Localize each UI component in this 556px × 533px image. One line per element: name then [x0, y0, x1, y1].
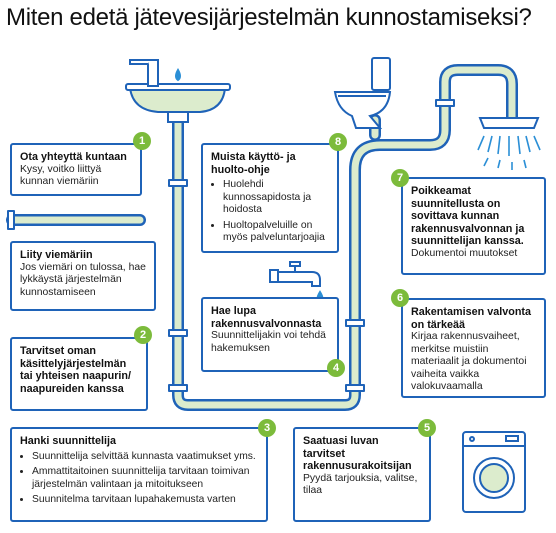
- step-3-number: 3: [258, 419, 276, 437]
- step-5-heading: Saatuasi luvan tarvitset rakennusurakoit…: [303, 435, 412, 472]
- step-6-number: 6: [391, 289, 409, 307]
- step-7-number: 7: [391, 169, 409, 187]
- step-4-text: Suunnittelijakin voi tehdä hakemuksen: [211, 330, 326, 354]
- sink-icon: [125, 59, 231, 123]
- washing-machine-icon: [462, 431, 526, 513]
- step-2-number: 2: [134, 326, 152, 344]
- step-4-number: 4: [327, 359, 345, 377]
- step-3-bullet: Suunnittelija selvittää kunnasta vaatimu…: [32, 451, 258, 464]
- step-7-box: Poikkeamat suunnitellusta on sovittava k…: [401, 177, 546, 275]
- step-7-heading: Poikkeamat suunnitellusta on sovittava k…: [411, 185, 525, 247]
- step-1-number: 1: [133, 132, 151, 150]
- step-3-bullet: Suunnitelma tarvitaan lupahakemusta vart…: [32, 494, 258, 507]
- step-2-box: Tarvitset oman käsittelyjärjestelmän tai…: [10, 337, 148, 411]
- step-7-text: Dokumentoi muutokset: [411, 247, 518, 259]
- step-1-text: Kysy, voitko liittyä kunnan viemäriin: [20, 163, 102, 188]
- step-4-box: Hae lupa rakennusvalvonnasta Suunnitteli…: [201, 297, 339, 372]
- step-8-list: Huolehdi kunnossapidosta ja hoidosta Huo…: [211, 179, 329, 245]
- step-6-heading: Rakentamisen valvonta on tärkeää: [411, 306, 532, 331]
- step-6-box: Rakentamisen valvonta on tärkeää Kirjaa …: [401, 298, 546, 398]
- step-8-box: Muista käyttö- ja huolto-ohje Huolehdi k…: [201, 143, 339, 253]
- step-2-heading: Tarvitset oman käsittelyjärjestelmän tai…: [20, 345, 131, 395]
- step-1-box: Ota yhteyttä kuntaan Kysy, voitko liitty…: [10, 143, 142, 196]
- join-sewer-heading: Liity viemäriin: [20, 249, 93, 261]
- join-sewer-text: Jos viemäri on tulossa, hae lykkäystä jä…: [20, 261, 146, 298]
- page-title: Miten edetä jätevesijärjestelmän kunnost…: [6, 4, 532, 31]
- step-8-heading: Muista käyttö- ja huolto-ohje: [211, 151, 296, 176]
- step-5-number: 5: [418, 419, 436, 437]
- toilet-icon: [333, 57, 392, 129]
- step-3-heading: Hanki suunnittelija: [20, 435, 116, 447]
- step-5-box: Saatuasi luvan tarvitset rakennusurakoit…: [293, 427, 431, 522]
- step-8-number: 8: [329, 133, 347, 151]
- step-5-text: Pyydä tarjouksia, valitse, tilaa: [303, 472, 418, 497]
- step-6-text: Kirjaa rakennusvaiheet, merkitse muistii…: [411, 331, 527, 392]
- shower-icon: [477, 117, 541, 170]
- step-8-bullet: Huolehdi kunnossapidosta ja hoidosta: [223, 179, 329, 217]
- step-3-bullet: Ammattitaitoinen suunnittelija tarvitaan…: [32, 466, 258, 491]
- step-3-box: Hanki suunnittelija Suunnittelija selvit…: [10, 427, 268, 522]
- step-4-heading: Hae lupa rakennusvalvonnasta: [211, 305, 322, 330]
- step-1-heading: Ota yhteyttä kuntaan: [20, 151, 127, 163]
- step-8-bullet: Huoltopalveluille on myös palveluntarjoa…: [223, 220, 329, 245]
- join-sewer-box: Liity viemäriin Jos viemäri on tulossa, …: [10, 241, 156, 311]
- step-3-list: Suunnittelija selvittää kunnasta vaatimu…: [20, 451, 258, 507]
